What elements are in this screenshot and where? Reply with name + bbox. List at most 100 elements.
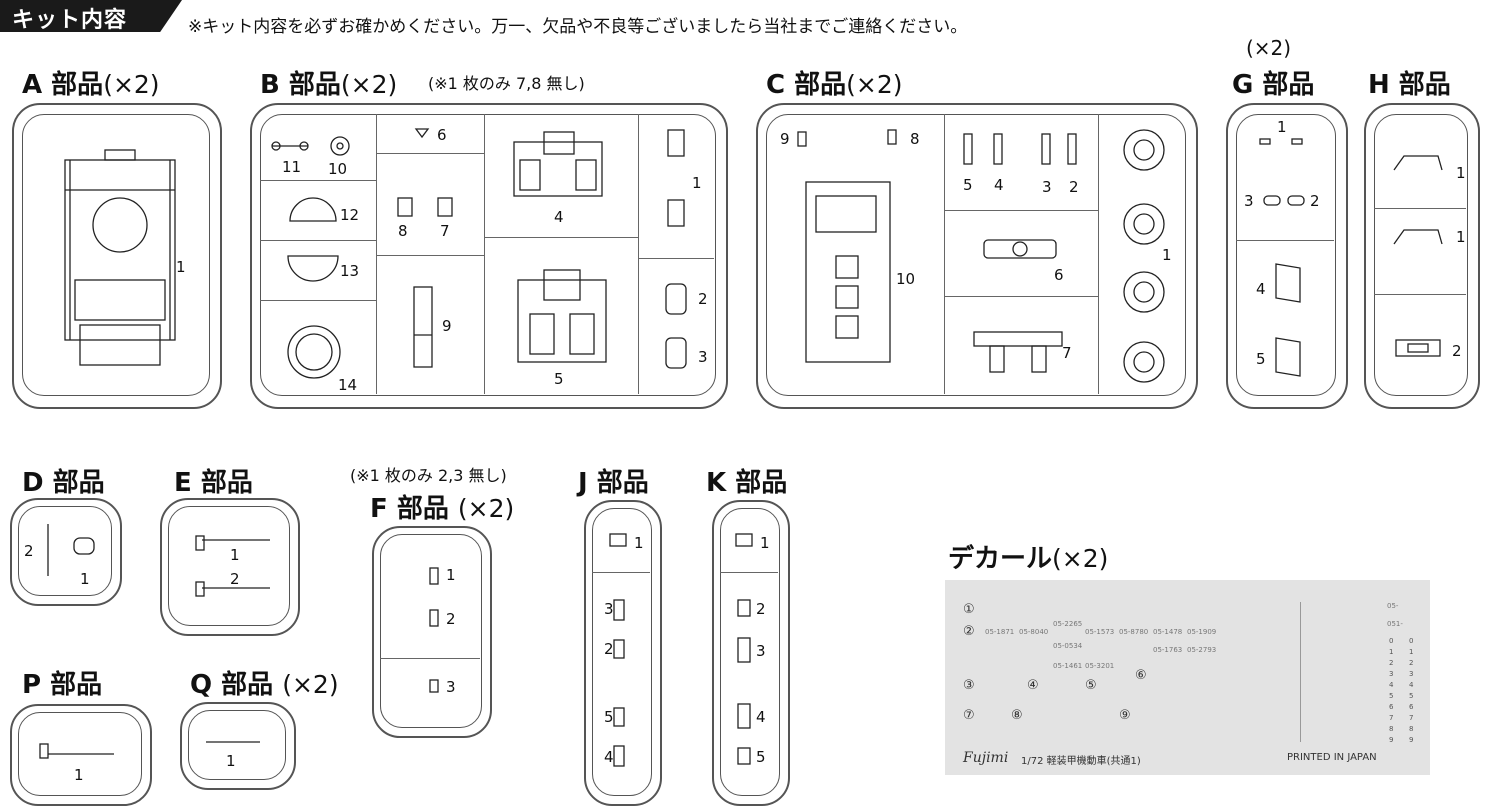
decal-code: 05- xyxy=(1387,602,1399,610)
section-h-title: H 部品 xyxy=(1368,70,1451,100)
part-label: 1 xyxy=(634,534,644,552)
runner xyxy=(638,258,714,259)
section-g-title: G 部品 xyxy=(1232,70,1315,100)
part-drawing xyxy=(1123,129,1165,383)
decal-brand: Fujimi xyxy=(963,750,1009,766)
part-label: 8 xyxy=(910,130,920,148)
part-label: 6 xyxy=(1054,266,1064,284)
part-label: 1 xyxy=(226,752,236,770)
section-k-title: K 部品 xyxy=(706,468,788,498)
part-label: 8 xyxy=(398,222,408,240)
runner xyxy=(484,114,485,394)
part-label: 6 xyxy=(437,126,447,144)
decal-code: 05-1478 xyxy=(1153,628,1183,636)
part-label: 4 xyxy=(604,748,614,766)
kit-contents-tag: キット内容 xyxy=(0,0,182,32)
part-drawing xyxy=(983,239,1057,259)
sprue-h-inner xyxy=(1374,114,1468,396)
part-drawing xyxy=(206,741,260,743)
decal-printed-in: PRINTED IN JAPAN xyxy=(1287,752,1377,763)
part-drawing xyxy=(1263,195,1305,206)
part-drawing xyxy=(271,136,350,156)
sprue-q-inner xyxy=(188,710,286,780)
part-label: 2 xyxy=(1069,178,1079,196)
part-label: 1 xyxy=(1456,228,1466,246)
part-label: 1 xyxy=(74,766,84,784)
part-label: 4 xyxy=(554,208,564,226)
sprue-c-inner xyxy=(766,114,1186,396)
section-a-title: A 部品(×2) xyxy=(22,70,160,100)
decal-code: 05-1573 xyxy=(1085,628,1115,636)
sprue-g-inner xyxy=(1236,114,1336,396)
part-a1-hull-drawing xyxy=(64,149,176,366)
section-p-title: P 部品 xyxy=(22,670,103,700)
part-label: 3 xyxy=(446,678,456,696)
part-label: 14 xyxy=(338,376,358,394)
sprue-j-inner xyxy=(592,508,652,796)
runner xyxy=(720,572,778,573)
runner xyxy=(260,180,376,181)
decal-marker: ① xyxy=(963,602,975,617)
part-drawing xyxy=(429,567,439,693)
part-label: 2 xyxy=(446,610,456,628)
sprue-a-inner xyxy=(22,114,210,396)
part-drawing xyxy=(195,535,270,597)
decal-code: 05-0534 xyxy=(1053,642,1083,650)
part-drawing xyxy=(609,533,627,767)
decal-code: 05-1871 xyxy=(985,628,1015,636)
decal-code: 05-2265 xyxy=(1053,620,1083,628)
part-label: 2 xyxy=(230,570,240,588)
part-drawing xyxy=(397,197,453,217)
section-c-title: C 部品(×2) xyxy=(766,70,903,100)
part-drawing xyxy=(289,197,337,222)
runner xyxy=(1098,114,1099,394)
runner xyxy=(592,572,650,573)
decal-marker: ⑦ xyxy=(963,708,975,723)
part-label: 5 xyxy=(756,748,766,766)
part-label: 3 xyxy=(1244,192,1254,210)
part-drawing xyxy=(667,129,685,227)
decal-product-name: 1/72 軽装甲機動車(共通1) xyxy=(1021,756,1141,767)
part-label: 3 xyxy=(604,600,614,618)
part-label: 12 xyxy=(340,206,360,224)
part-label: 1 xyxy=(692,174,702,192)
part-label: 1 xyxy=(446,566,456,584)
decal-code: 051- xyxy=(1387,620,1403,628)
sprue-e-inner xyxy=(168,506,290,626)
section-g-qty: (×2) xyxy=(1246,36,1292,60)
sprue-f-inner xyxy=(380,534,482,728)
part-label: 3 xyxy=(756,642,766,660)
part-label: 13 xyxy=(340,262,360,280)
section-q-title: Q 部品 (×2) xyxy=(190,670,339,700)
part-label: 10 xyxy=(328,160,348,178)
runner xyxy=(260,240,376,241)
decal-code: 05-1461 xyxy=(1053,662,1083,670)
decal-marker: ⑨ xyxy=(1119,708,1131,723)
part-drawing xyxy=(47,524,95,576)
part-label: 1 xyxy=(1162,246,1172,264)
part-label: 2 xyxy=(24,542,34,560)
part-label: 1 xyxy=(80,570,90,588)
section-j-title: J 部品 xyxy=(578,468,649,498)
part-drawing xyxy=(1259,138,1303,145)
kit-notice: ※キット内容を必ずお確かめください。万一、欠品や不良等ございましたら当社までご連… xyxy=(188,17,968,37)
runner xyxy=(638,114,639,394)
part-drawing xyxy=(735,533,753,765)
part-label: 1 xyxy=(176,258,186,276)
part-label: 2 xyxy=(698,290,708,308)
runner xyxy=(1374,294,1466,295)
part-label: 2 xyxy=(756,600,766,618)
decal-marker: ⑤ xyxy=(1085,678,1097,693)
runner xyxy=(376,114,377,394)
part-drawing xyxy=(513,131,603,197)
part-drawing xyxy=(517,269,607,363)
runner xyxy=(1236,240,1334,241)
runner xyxy=(260,300,376,301)
part-label: 3 xyxy=(1042,178,1052,196)
section-b-title: B 部品(×2) xyxy=(260,70,398,100)
part-drawing xyxy=(973,331,1063,373)
decal-marker: ③ xyxy=(963,678,975,693)
section-b-note: (※1 枚のみ 7,8 無し) xyxy=(428,74,585,93)
part-label: 1 xyxy=(230,546,240,564)
